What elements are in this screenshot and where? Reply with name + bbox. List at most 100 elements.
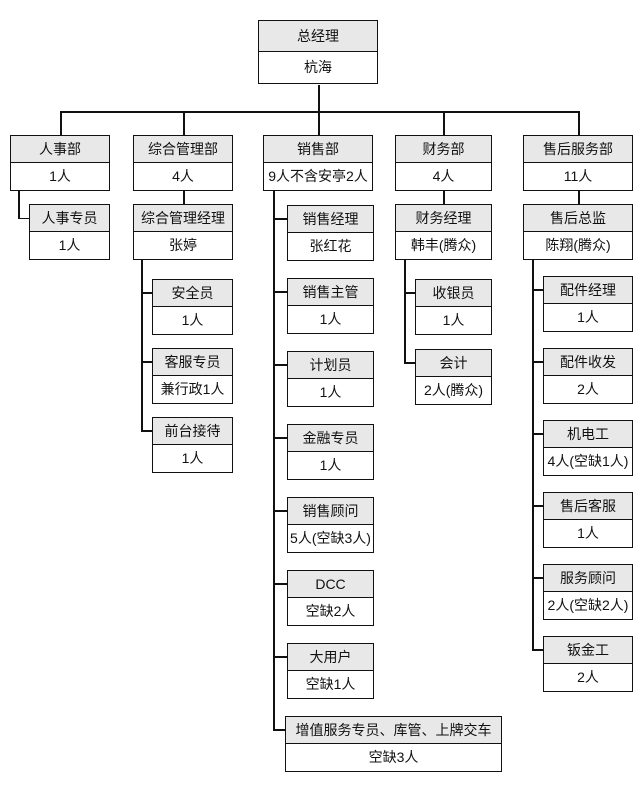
node-title: 财务部 [396,136,491,163]
node-title: 综合管理经理 [134,205,232,232]
org-node-key-account: 大用户 空缺1人 [287,643,374,699]
connector-line [578,188,580,206]
org-node-accountant: 会计 2人(腾众) [415,349,492,405]
org-node-panel-beater: 钣金工 2人 [543,636,633,692]
org-node-hr-specialist: 人事专员 1人 [29,204,110,260]
node-title: 销售主管 [288,279,373,306]
node-value: 张婷 [134,232,232,259]
node-title: 服务顾问 [544,565,632,592]
node-value: 兼行政1人 [153,376,232,403]
node-value: 2人 [544,664,632,691]
node-value: 1人 [153,307,232,334]
connector-line [60,111,580,113]
connector-line [183,188,185,206]
node-value: 4人 [134,163,232,190]
node-value: 1人 [544,304,632,331]
connector-line [273,656,287,658]
node-title: 总经理 [259,21,377,52]
node-title: 销售顾问 [288,498,373,525]
node-value: 杭海 [259,52,377,83]
node-value: 4人 [396,163,491,190]
org-node-service-advisor: 服务顾问 2人(空缺2人) [543,564,633,620]
connector-line [273,218,287,220]
node-value: 1人 [416,307,491,334]
node-title: 增值服务专员、库管、上牌交车 [286,717,501,744]
node-value: 2人(空缺2人) [544,592,632,619]
node-title: 配件经理 [544,277,632,304]
node-title: 金融专员 [288,425,373,452]
org-node-finance-specialist: 金融专员 1人 [287,424,374,480]
org-node-finance-dept: 财务部 4人 [395,135,492,191]
org-node-admin-manager: 综合管理经理 张婷 [133,204,233,260]
node-value: 张红花 [288,233,373,260]
node-title: 前台接待 [153,418,232,445]
connector-line [532,505,543,507]
connector-line [532,577,543,579]
node-title: 配件收发 [544,349,632,376]
org-node-planner: 计划员 1人 [287,351,374,407]
node-title: 安全员 [153,280,232,307]
connector-line [141,430,153,432]
connector-line [273,364,287,366]
node-value: 空缺1人 [288,671,373,698]
node-value: 空缺3人 [286,744,501,771]
connector-line [18,217,29,219]
connector-line [183,111,185,135]
node-value: 9人不含安亭2人 [264,163,372,190]
connector-line [404,362,415,364]
org-node-aftersales-service: 售后客服 1人 [543,492,633,548]
org-node-receptionist: 前台接待 1人 [152,417,233,473]
node-value: 4人(空缺1人) [544,448,632,475]
node-title: 收银员 [416,280,491,307]
node-title: 财务经理 [396,205,491,232]
org-node-aftersales-dept: 售后服务部 11人 [523,135,633,191]
node-title: 钣金工 [544,637,632,664]
connector-line [273,191,275,731]
org-node-mechanic: 机电工 4人(空缺1人) [543,420,633,476]
node-title: 计划员 [288,352,373,379]
org-node-sales-supervisor: 销售主管 1人 [287,278,374,334]
org-node-value-added-services: 增值服务专员、库管、上牌交车 空缺3人 [285,716,502,772]
connector-line [318,85,320,112]
org-node-aftersales-director: 售后总监 陈翔(腾众) [523,204,633,260]
connector-line [443,111,445,135]
connector-line [18,191,20,219]
org-node-admin-dept: 综合管理部 4人 [133,135,233,191]
connector-line [141,260,143,432]
connector-line [273,583,287,585]
node-title: 销售经理 [288,206,373,233]
connector-line [273,510,287,512]
node-value: 1人 [288,306,373,333]
node-title: 销售部 [264,136,372,163]
node-title: 客服专员 [153,349,232,376]
connector-line [532,289,543,291]
org-node-hr-dept: 人事部 1人 [10,135,110,191]
node-title: 会计 [416,350,491,377]
connector-line [141,361,153,363]
connector-line [404,260,406,364]
connector-line [141,292,153,294]
org-node-sales-dept: 销售部 9人不含安亭2人 [263,135,373,191]
org-node-sales-consultant: 销售顾问 5人(空缺3人) [287,497,374,553]
connector-line [532,433,543,435]
node-value: 陈翔(腾众) [524,232,632,259]
org-node-general-manager: 总经理 杭海 [258,20,378,84]
node-value: 1人 [30,232,109,259]
node-value: 1人 [11,163,109,190]
org-node-sales-manager: 销售经理 张红花 [287,205,374,261]
node-title: 人事部 [11,136,109,163]
connector-line [273,291,287,293]
org-node-parts-clerk: 配件收发 2人 [543,348,633,404]
node-value: 韩丰(腾众) [396,232,491,259]
node-value: 1人 [153,445,232,472]
node-value: 空缺2人 [288,598,373,625]
connector-line [578,111,580,135]
org-node-customer-service-specialist: 客服专员 兼行政1人 [152,348,233,404]
node-value: 1人 [544,520,632,547]
node-value: 11人 [524,163,632,190]
node-value: 1人 [288,452,373,479]
connector-line [273,729,285,731]
node-title: 机电工 [544,421,632,448]
connector-line [443,188,445,206]
